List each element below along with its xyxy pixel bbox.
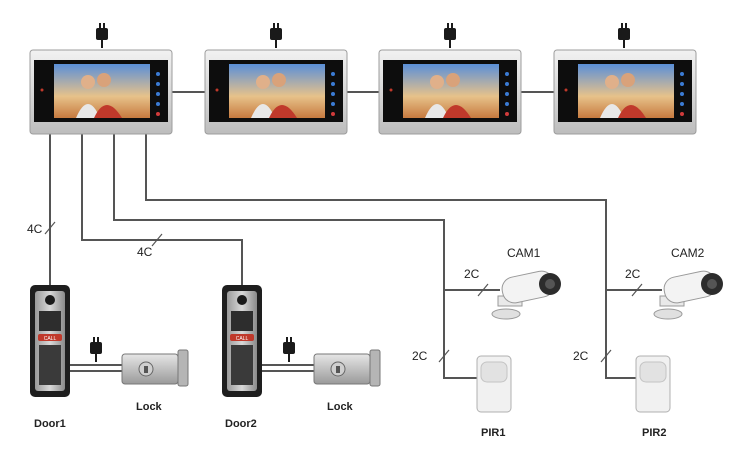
marker-2c-pir2	[600, 349, 612, 363]
pir-sensor-2	[635, 355, 671, 413]
marker-4c-b	[151, 233, 163, 247]
door2-label: Door2	[225, 418, 257, 430]
wire-cam2	[145, 133, 662, 291]
power-plug-icon	[443, 22, 457, 49]
door-station-1: CALL	[30, 285, 70, 397]
lock-2	[313, 349, 381, 387]
wire-label-4c-door1: 4C	[27, 222, 43, 236]
power-plug-icon	[89, 336, 103, 363]
cam2-label: CAM2	[671, 246, 705, 260]
pir2-label: PIR2	[642, 427, 666, 439]
wire-label-4c-door2: 4C	[137, 245, 153, 259]
call-button-label: CALL	[236, 336, 249, 342]
cam1-label: CAM1	[507, 246, 541, 260]
wire-pir1	[443, 290, 478, 379]
marker-2c-cam1	[477, 283, 489, 297]
power-plug-icon	[282, 336, 296, 363]
lock1-label: Lock	[136, 401, 163, 413]
door-station-2: CALL	[222, 285, 262, 397]
power-plug-icon	[269, 22, 283, 49]
monitor-3	[378, 22, 522, 135]
wire-label-2c-pir1: 2C	[412, 349, 428, 363]
pir1-label: PIR1	[481, 427, 505, 439]
door1-label: Door1	[34, 418, 66, 430]
marker-2c-cam2	[631, 283, 643, 297]
power-plug-icon	[95, 22, 109, 49]
wire-cam1	[113, 133, 500, 291]
wire-door2	[81, 133, 243, 285]
wire-pir2	[605, 290, 638, 379]
camera-1	[491, 268, 562, 320]
marker-4c-a	[44, 221, 56, 235]
call-button-label: CALL	[44, 336, 57, 342]
lock-1	[121, 349, 189, 387]
monitor-1	[29, 22, 173, 135]
lock2-label: Lock	[327, 401, 354, 413]
wire-label-2c-pir2: 2C	[573, 349, 589, 363]
pir-sensor-1	[476, 355, 512, 413]
marker-2c-pir1	[438, 349, 450, 363]
monitor-2	[204, 22, 348, 135]
camera-2	[653, 268, 724, 320]
wire-label-2c-cam1: 2C	[464, 267, 480, 281]
power-plug-icon	[617, 22, 631, 49]
monitor-4	[553, 22, 697, 135]
wire-label-2c-cam2: 2C	[625, 267, 641, 281]
wiring	[49, 91, 662, 379]
cable-markers	[44, 221, 643, 363]
